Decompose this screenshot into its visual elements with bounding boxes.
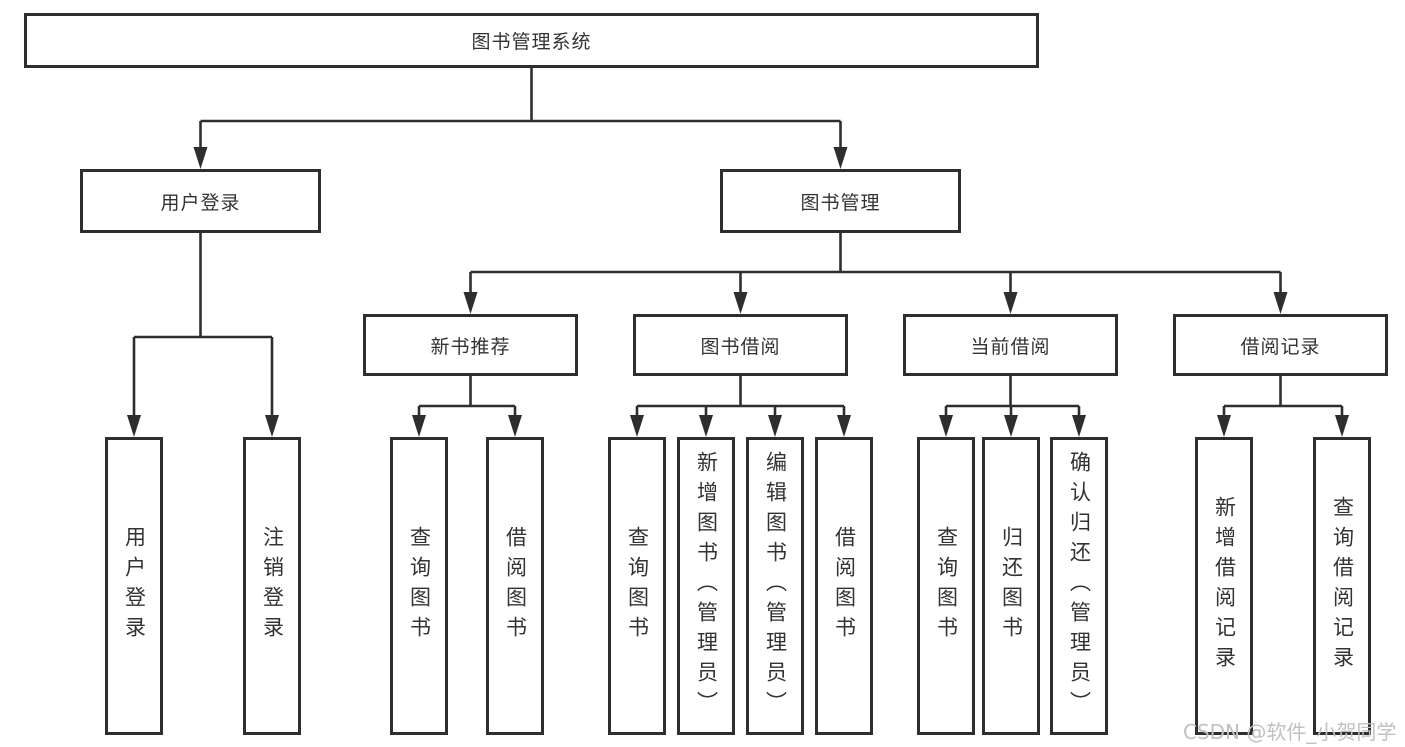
arrowhead-down-icon	[127, 415, 141, 437]
leaf-label: 查询图书	[407, 526, 432, 646]
node-borrowing-records: 借阅记录	[1173, 314, 1388, 376]
leaf-label: 借阅图书	[503, 526, 528, 646]
node-label: 新书推荐	[430, 335, 511, 358]
leaf-label: 新增图书（管理员）	[694, 451, 719, 721]
leaf-return-book: 归还图书	[982, 437, 1040, 735]
leaf-label: 查询借阅记录	[1330, 496, 1355, 676]
node-label: 图书管理系统	[471, 31, 592, 53]
leaf-label: 借阅图书	[832, 526, 857, 646]
arrowhead-down-icon	[837, 415, 851, 437]
arrowhead-down-icon	[1072, 415, 1086, 437]
arrowhead-down-icon	[412, 415, 426, 437]
leaf-borrow-books-newbook: 借阅图书	[486, 437, 544, 735]
node-library-management-system: 图书管理系统	[24, 13, 1039, 68]
leaf-query-books-borrow: 查询图书	[608, 437, 666, 735]
leaf-add-book-admin: 新增图书（管理员）	[677, 437, 735, 735]
arrowhead-down-icon	[463, 292, 478, 314]
node-book-borrowing: 图书借阅	[633, 314, 848, 376]
arrowhead-down-icon	[1217, 415, 1231, 437]
watermark: CSDN @软件_小贺同学	[1183, 720, 1397, 744]
arrowhead-down-icon	[768, 415, 782, 437]
leaf-edit-book-admin: 编辑图书（管理员）	[746, 437, 804, 735]
arrowhead-down-icon	[1004, 415, 1018, 437]
arrowhead-down-icon	[833, 147, 848, 169]
node-label: 当前借阅	[970, 335, 1051, 358]
arrowhead-down-icon	[939, 415, 953, 437]
arrowhead-down-icon	[1003, 292, 1018, 314]
arrowhead-down-icon	[508, 415, 522, 437]
arrowhead-down-icon	[1273, 292, 1288, 314]
leaf-label: 注销登录	[260, 526, 285, 646]
leaf-logout: 注销登录	[243, 437, 301, 735]
arrowhead-down-icon	[265, 415, 279, 437]
node-label: 图书管理	[800, 191, 881, 214]
node-label: 图书借阅	[700, 335, 781, 358]
arrowhead-down-icon	[1335, 415, 1349, 437]
arrowhead-down-icon	[733, 292, 748, 314]
leaf-label: 确认归还（管理员）	[1067, 451, 1092, 721]
leaf-user-login: 用户登录	[105, 437, 163, 735]
leaf-query-borrow-record: 查询借阅记录	[1313, 437, 1371, 735]
arrowhead-down-icon	[699, 415, 713, 437]
node-user-login: 用户登录	[80, 169, 321, 233]
leaf-label: 查询图书	[934, 526, 959, 646]
leaf-add-borrow-record: 新增借阅记录	[1195, 437, 1253, 735]
leaf-query-books-newbook: 查询图书	[390, 437, 448, 735]
leaf-label: 查询图书	[625, 526, 650, 646]
arrowhead-down-icon	[630, 415, 644, 437]
node-current-borrowing: 当前借阅	[903, 314, 1118, 376]
leaf-query-books-current: 查询图书	[917, 437, 975, 735]
leaf-label: 用户登录	[122, 526, 147, 646]
node-label: 借阅记录	[1240, 335, 1321, 358]
leaf-label: 新增借阅记录	[1212, 496, 1237, 676]
leaf-label: 归还图书	[999, 526, 1024, 646]
arrowhead-down-icon	[193, 147, 208, 169]
leaf-confirm-return-admin: 确认归还（管理员）	[1050, 437, 1108, 735]
node-label: 用户登录	[160, 191, 241, 214]
leaf-borrow-books-borrow: 借阅图书	[815, 437, 873, 735]
leaf-label: 编辑图书（管理员）	[763, 451, 788, 721]
node-new-book-recommend: 新书推荐	[363, 314, 578, 376]
node-book-management: 图书管理	[720, 169, 961, 233]
